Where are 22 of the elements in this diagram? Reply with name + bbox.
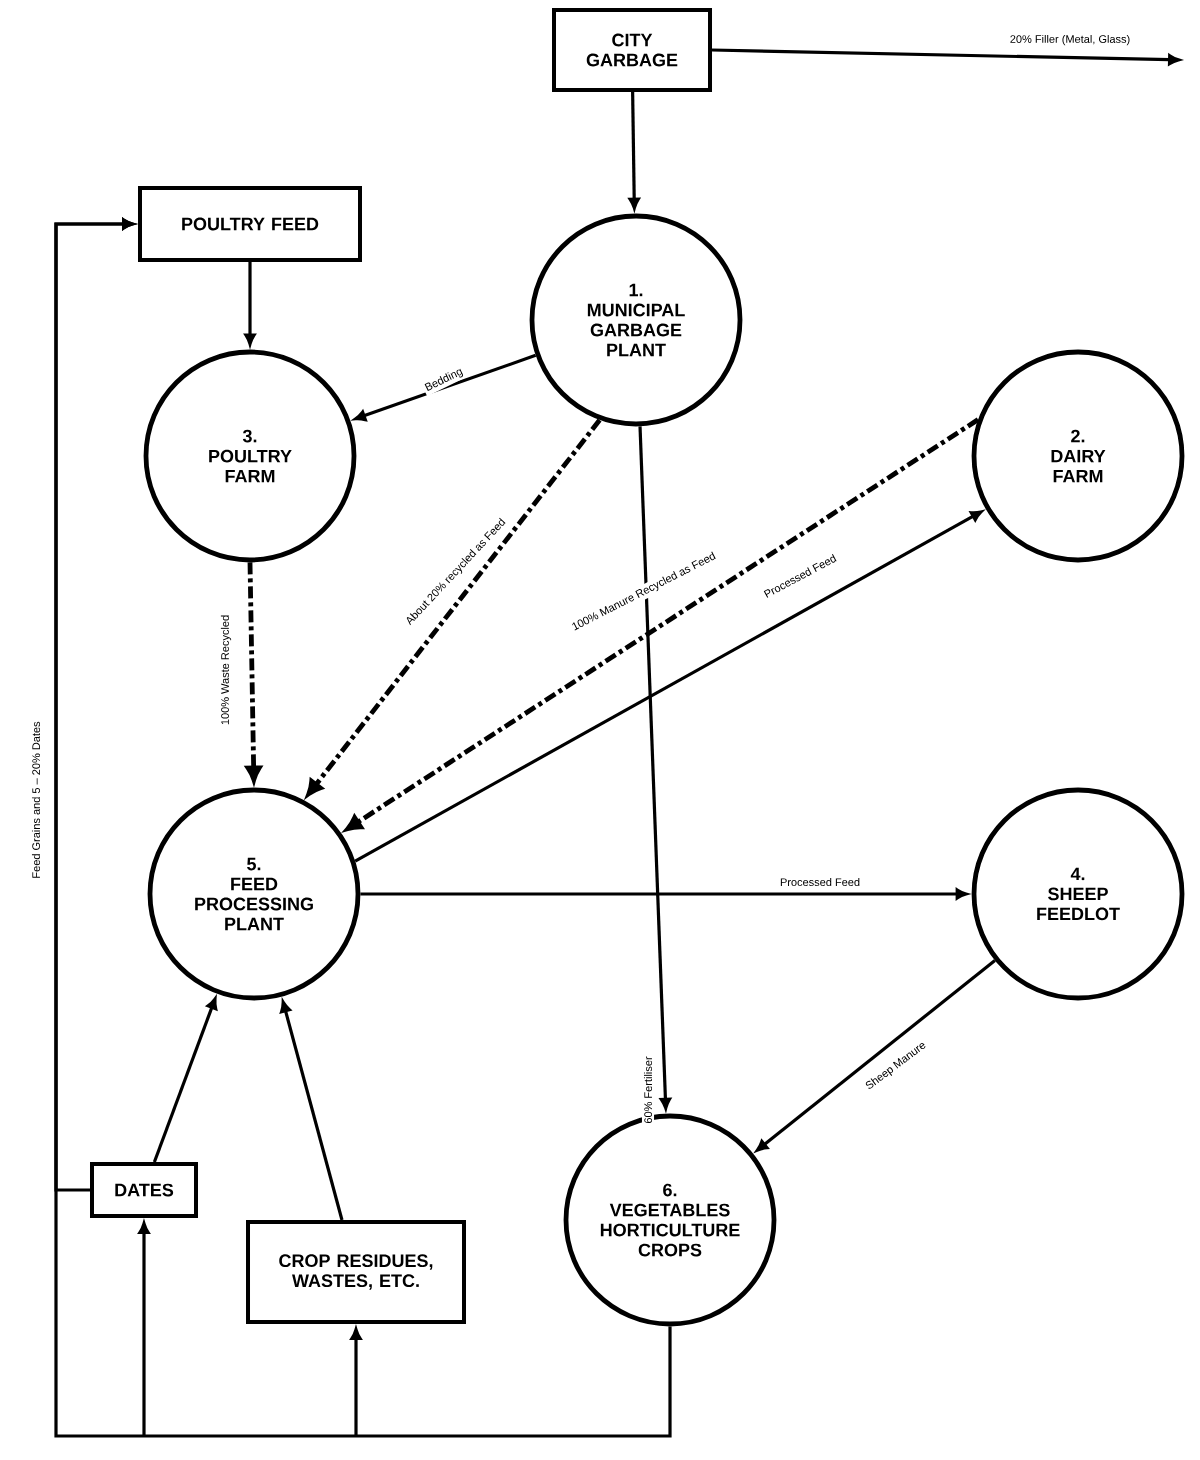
connector-line: [356, 1326, 672, 1438]
arrow: [345, 417, 980, 832]
source-box: CROP RESIDUES, WASTES, ETC.: [246, 1220, 466, 1324]
arrow: [354, 353, 537, 422]
arrow: [245, 562, 262, 783]
arrow: [280, 1000, 344, 1221]
source-box: DATES: [90, 1162, 198, 1218]
arrow: [711, 48, 1180, 66]
arrow: [152, 997, 218, 1163]
arrow: [244, 262, 256, 346]
arrow: [756, 959, 996, 1152]
connector-line: [144, 1434, 356, 1438]
arrow: [628, 91, 640, 210]
arrow: [54, 218, 134, 1192]
arrow: [306, 418, 602, 797]
arrow: [360, 888, 968, 900]
source-box: POULTRY FEED: [138, 186, 362, 262]
arrow: [638, 426, 671, 1110]
arrow: [138, 1222, 150, 1436]
arrow: [354, 510, 983, 863]
source-box: CITY GARBAGE: [552, 8, 712, 92]
arrow: [350, 1328, 362, 1436]
